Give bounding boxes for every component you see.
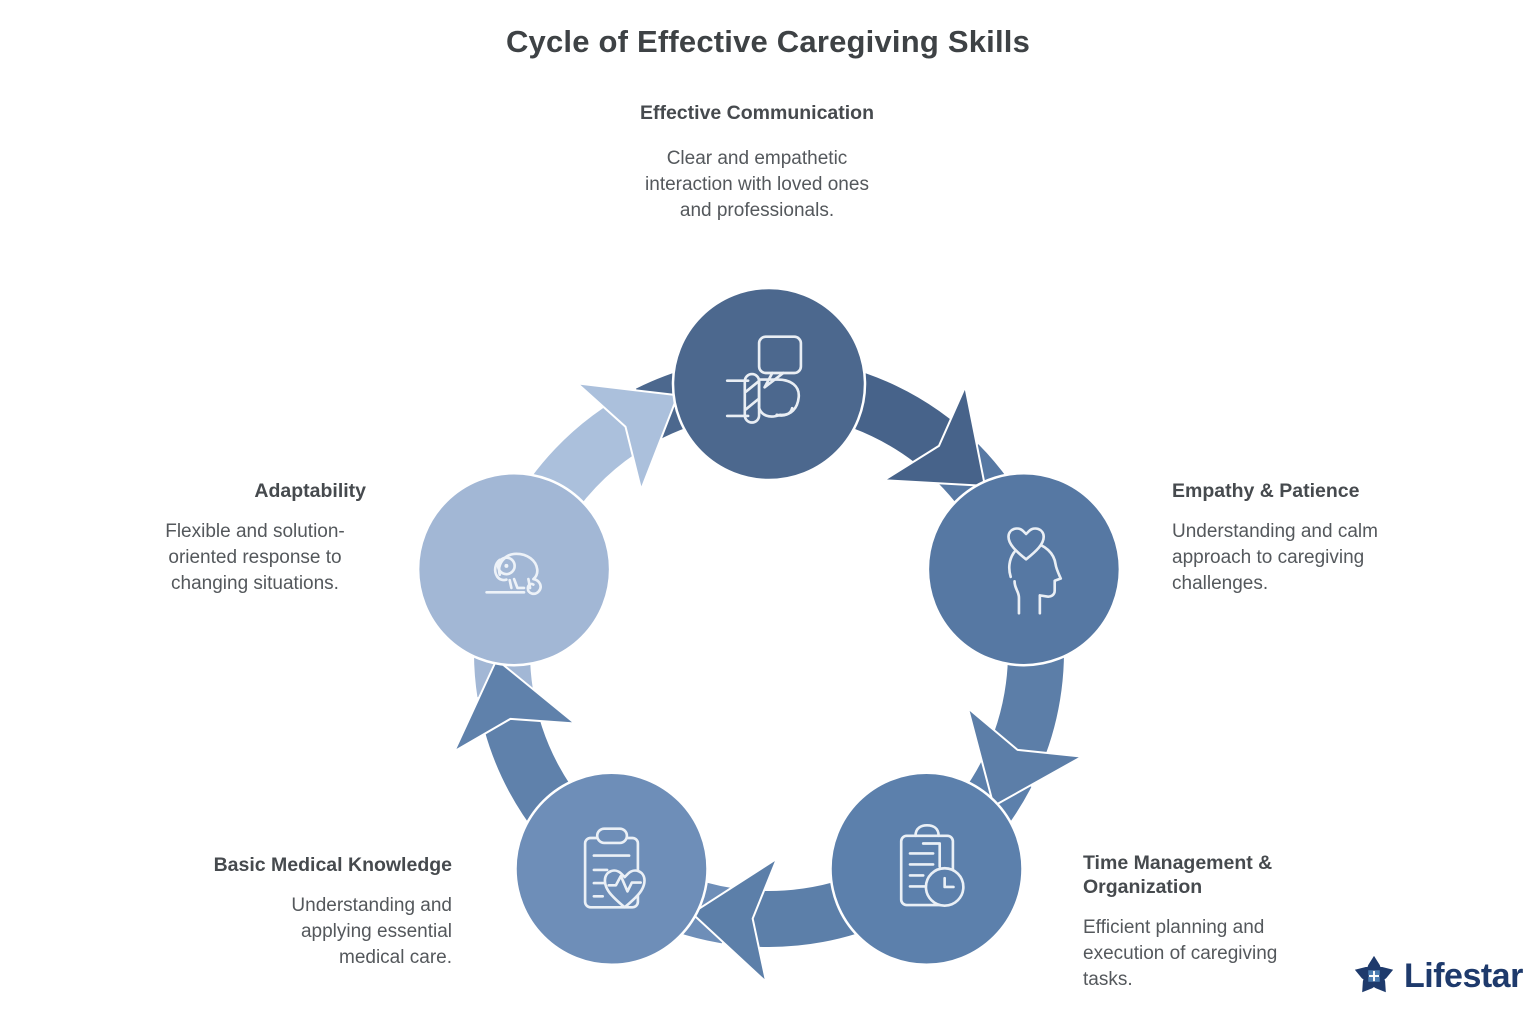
node-text-time-management-organization: Time Management & Organization Efficient… [1083, 851, 1323, 993]
star-petal [1377, 967, 1394, 980]
head-heart-icon [1007, 527, 1063, 615]
star-window-pane [1368, 976, 1374, 982]
node-description: Clear and empathetic interaction with lo… [645, 148, 869, 221]
cycle-node-empathy-patience [926, 471, 1122, 667]
cycle-arrowhead-effective-communication [882, 385, 986, 487]
speech-bubble-hand-icon [725, 335, 803, 424]
node-text-empathy-patience: Empathy & Patience Understanding and cal… [1172, 479, 1432, 597]
node-label: Time Management & Organization [1083, 852, 1273, 898]
cycle-arrowhead-time-management-organization [690, 857, 779, 984]
page-title: Cycle of Effective Caregiving Skills [505, 24, 1031, 59]
node-text-adaptability: Adaptability Flexible and solution-orien… [144, 479, 366, 597]
cycle-arrowhead-basic-medical-knowledge [453, 658, 577, 753]
node-text-basic-medical-knowledge: Basic Medical Knowledge Understanding an… [152, 853, 452, 971]
node-description: Understanding and applying essential med… [291, 895, 452, 968]
star-petal [1354, 967, 1371, 980]
node-label: Effective Communication [639, 102, 875, 124]
lifestar-logo: Lifestar [1351, 953, 1523, 999]
cycle-node-basic-medical-knowledge [514, 771, 709, 967]
cycle-arrowhead-adaptability [576, 382, 679, 491]
star-window-pane [1368, 970, 1374, 976]
cycle-node-time-management-organization [829, 771, 1024, 967]
node-label: Basic Medical Knowledge [213, 854, 452, 876]
lifestar-star-mark [1354, 955, 1394, 993]
chameleon-icon [485, 552, 542, 596]
node-label: Adaptability [254, 480, 366, 502]
clipboard-clock-icon [899, 824, 965, 907]
node-description: Efficient planning and execution of care… [1083, 917, 1278, 990]
brand-name: Lifestar [1404, 956, 1523, 995]
node-description: Understanding and calm approach to careg… [1172, 521, 1378, 594]
node-text-effective-communication: Effective Communication Clear and empath… [587, 101, 927, 224]
node-description: Flexible and solution-oriented response … [165, 521, 345, 594]
node-label: Empathy & Patience [1172, 480, 1360, 502]
star-petal [1367, 955, 1381, 972]
clipboard-heart-icon [583, 827, 646, 909]
cycle-arrowhead-empathy-patience [966, 707, 1084, 808]
star-window-pane [1374, 970, 1380, 976]
star-window-pane [1374, 976, 1380, 982]
